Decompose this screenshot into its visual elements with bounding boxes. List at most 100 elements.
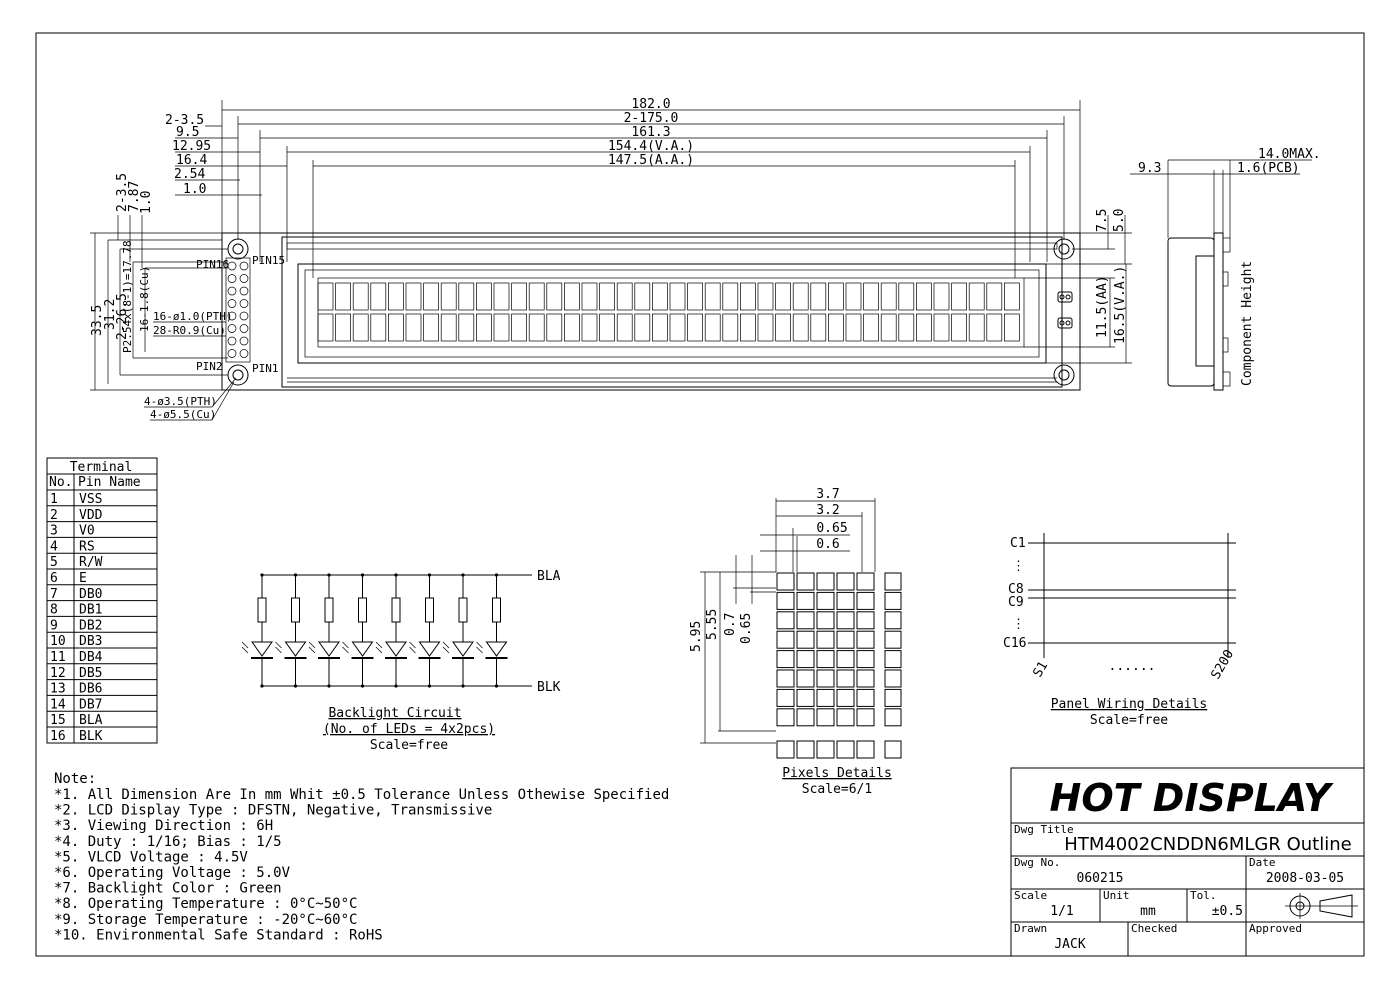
char-cell: [898, 313, 915, 342]
resistor: [324, 597, 334, 623]
right-dimension-lines: [1024, 215, 1132, 364]
pix-dim-0-6: 0.6: [816, 537, 839, 552]
notes-title: Note:: [54, 771, 96, 787]
dwg-no: 060215: [1077, 871, 1124, 886]
pixel-dot: [816, 591, 835, 610]
char-cell: [898, 282, 915, 311]
terminal-no: 8: [50, 603, 58, 618]
height-26-5: 2-26.5: [115, 293, 130, 340]
active-area: [317, 277, 1025, 348]
dim-175: 2-175.0: [624, 111, 679, 126]
pix-dim-3-2: 3.2: [816, 503, 839, 518]
char-cell: [511, 313, 527, 342]
cursor-dot: [836, 740, 855, 759]
side-body: [1167, 237, 1215, 387]
pin16-label: PIN16: [196, 258, 229, 271]
terminal-no: 13: [50, 682, 66, 697]
pixel-dot: [836, 572, 855, 591]
terminal-no: 4: [50, 539, 58, 554]
char-cell: [845, 282, 862, 311]
char-cell: [810, 313, 827, 342]
panel-s200: S200: [1208, 647, 1237, 682]
terminal-col-no: No.: [49, 475, 72, 490]
resistor: [358, 597, 367, 623]
pin-block: [225, 257, 251, 363]
height-33-5: 33.5: [90, 305, 105, 336]
pixel-dot: [836, 650, 855, 669]
dim-left-0: 2-3.5: [165, 113, 204, 128]
bezel-outer: [281, 236, 1063, 388]
char-cell: [828, 282, 844, 311]
resistor: [492, 597, 501, 623]
char-cell: [652, 282, 668, 311]
resistor: [425, 597, 434, 623]
char-cell: [845, 313, 862, 342]
side-dim-14: 14.0MAX.: [1258, 147, 1321, 162]
pin-pad: [239, 299, 249, 308]
pixel-dot: [856, 611, 875, 630]
cursor-dot: [776, 740, 795, 759]
checked-label: Checked: [1131, 922, 1177, 935]
drawn-value: JACK: [1054, 937, 1085, 952]
pix-dim-0-65: 0.65: [816, 521, 847, 536]
char-cell: [880, 313, 897, 342]
terminal-col-name: Pin Name: [78, 475, 141, 490]
char-cell: [616, 282, 633, 311]
char-cell: [546, 313, 563, 342]
pixel-dot: [776, 669, 795, 688]
viewing-area: [297, 263, 1047, 364]
terminal-pin-name: DB0: [79, 587, 102, 602]
pixel-dot: [856, 591, 875, 610]
pixel-dot: [816, 630, 835, 649]
terminal-no: 15: [50, 713, 66, 728]
panel-caption-0: Panel Wiring Details: [1051, 697, 1208, 712]
dim-left-5: 1.0: [183, 182, 206, 197]
pixel-dot: [884, 591, 902, 610]
dim-182: 182.0: [631, 97, 670, 112]
led-branch: [442, 573, 474, 688]
pixel-dot: [816, 669, 835, 688]
led-diode: [385, 641, 407, 657]
company-logo: HOT DISPLAY: [1050, 776, 1334, 820]
panel-vdots-1: ⋮: [1012, 559, 1025, 574]
dwg-no-label: Dwg No.: [1014, 856, 1060, 869]
pin-pad: [227, 299, 237, 308]
char-cell: [458, 313, 475, 342]
char-cell: [933, 282, 950, 311]
note-item: *4. Duty : 1/16; Bias : 1/5: [54, 834, 282, 850]
pin-pad: [239, 336, 249, 346]
char-cell: [317, 313, 334, 342]
pixel-dot: [836, 630, 855, 649]
char-cell: [916, 282, 932, 311]
side-view: 14.0MAX. 1.6(PCB) 9.3 Component Height: [1130, 147, 1321, 391]
side-dim-pcb: 1.6(PCB): [1237, 161, 1300, 176]
pin-header: [225, 257, 251, 363]
led-branch: [409, 573, 441, 688]
vdim-0: 2-3.5: [115, 173, 130, 212]
pixel-dot: [884, 669, 902, 688]
char-cell: [687, 282, 703, 311]
terminal-no: 1: [50, 492, 58, 507]
char-cell: [405, 282, 422, 311]
terminal-pin-name: VSS: [79, 492, 102, 507]
pixels-detail: 3.7 3.2 0.65 0.6 5.95 5.55 0.7 0.65 Pixe…: [689, 487, 902, 797]
char-cell: [704, 313, 721, 342]
char-cell: [775, 282, 791, 311]
led-branch: [275, 573, 307, 688]
char-cell: [722, 313, 739, 342]
dim-aa: 147.5(A.A.): [608, 153, 694, 168]
char-cell: [528, 313, 545, 342]
pin-pad: [227, 336, 237, 346]
char-cell: [669, 313, 686, 342]
char-cell: [352, 313, 369, 342]
bla-label: BLA: [537, 569, 561, 584]
panel-s1: S1: [1030, 659, 1051, 680]
terminal-no: 14: [50, 697, 66, 712]
vdim-1: 7.87: [127, 181, 142, 212]
hole-note-1: 28-R0.9(Cu): [153, 324, 226, 337]
char-cell: [440, 313, 457, 342]
mounting-holes: [227, 238, 1075, 386]
char-cell: [599, 282, 615, 311]
